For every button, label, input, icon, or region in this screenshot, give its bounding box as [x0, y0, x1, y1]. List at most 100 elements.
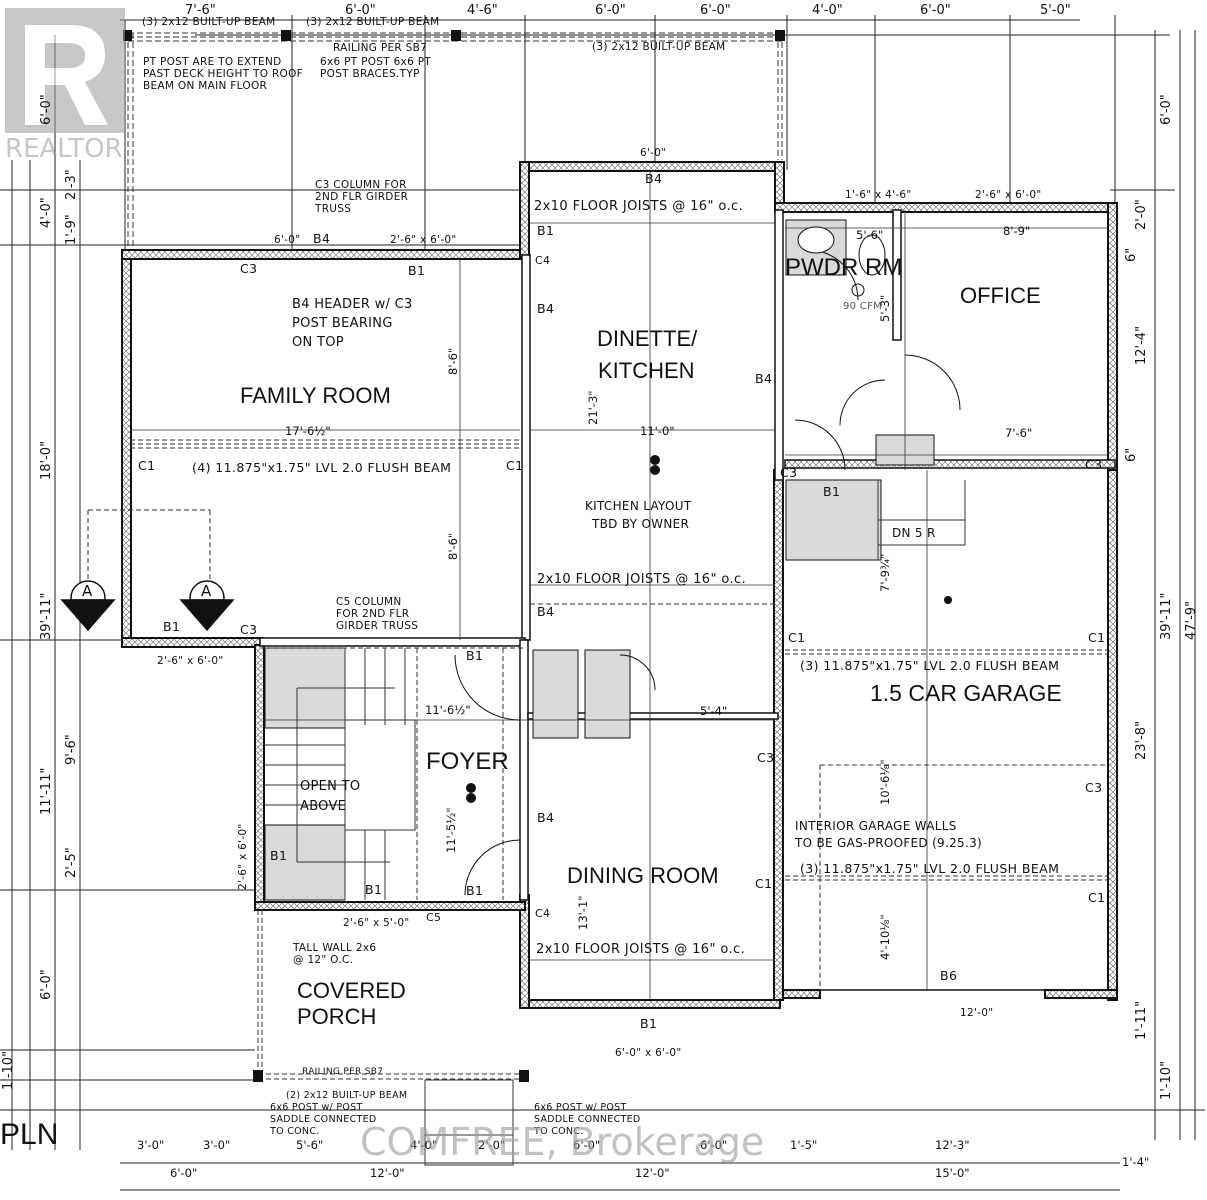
porch-railing [257, 910, 522, 1080]
porch-steps [424, 1079, 514, 1166]
porch-railing-note: RAILING PER SB7 [302, 1067, 384, 1077]
column-tag: C1 [138, 458, 156, 473]
dimension-family-lower: 8'-6" [446, 532, 460, 560]
tall-wall-note-2: @ 12" O.C. [293, 954, 354, 966]
c5-column-note-1: C5 COLUMN [336, 596, 402, 608]
beam-tag: B4 [537, 810, 555, 825]
column-tag: C1 [1088, 890, 1106, 905]
column-tag: C3 [757, 750, 775, 765]
beam-note-top-1: (3) 2x12 BUILT-UP BEAM [142, 16, 276, 28]
deck-posts [123, 30, 785, 41]
room-label-dining: DINING ROOM [567, 863, 719, 888]
lvl-beam-family: (4) 11.875"x1.75" LVL 2.0 FLUSH BEAM [192, 460, 452, 475]
beam-tag: B4 [537, 301, 555, 316]
post-saddle-left-1: 6x6 POST w/ POST [270, 1102, 363, 1113]
post-saddle-left-2: SADDLE CONNECTED [270, 1114, 377, 1125]
dimension-family-width: 17'-6½" [285, 424, 331, 438]
exterior-walls [121, 161, 1118, 1009]
bottom-dimension-lines [0, 1109, 1205, 1191]
window-kitchen-size: 6'-0" [640, 147, 667, 159]
column-tag: C3 [240, 622, 258, 637]
open-to-above-1: OPEN TO [300, 779, 361, 794]
dimension-office-width: 7'-6" [1005, 426, 1033, 440]
c5-column-note-3: GIRDER TRUSS [336, 620, 419, 632]
c3-column-note-2: 2ND FLR GIRDER [315, 191, 409, 203]
dimension-garage-depth-2: 10'-6⅛" [878, 759, 892, 805]
c3-column-note-1: C3 COLUMN FOR [315, 179, 407, 191]
dimension-top: 6'-0" [700, 3, 731, 18]
dimension-right: 6'-0" [1159, 94, 1174, 125]
dimension-foyer-width: 11'-6½" [425, 703, 471, 717]
flush-beams [87, 439, 1108, 990]
b4-header-note-2: POST BEARING [292, 316, 393, 331]
post-saddle-right-2: SADDLE CONNECTED [534, 1114, 641, 1125]
dimension-dining-depth: 13'-1" [576, 895, 590, 930]
pt-post-note-1: PT POST ARE TO EXTEND [143, 56, 282, 68]
dimension-left: 2'-5" [64, 847, 79, 878]
column-tag: C4 [535, 254, 551, 267]
window-office-size: 2'-6" x 6'-0" [975, 189, 1042, 201]
room-label-family: FAMILY ROOM [240, 383, 391, 408]
dimension-bottom-total: 15'-0" [935, 1166, 970, 1180]
window-dining-size: 6'-0" x 6'-0" [615, 1047, 682, 1059]
brokerage-watermark: COMFREE, Brokerage [360, 1120, 765, 1164]
dimension-top: 5'-0" [1040, 3, 1071, 18]
room-label-dinette: DINETTE/ [597, 326, 698, 351]
dimension-bottom-total: 12'-0" [635, 1166, 670, 1180]
dimension-top: 4'-0" [812, 3, 843, 18]
dimension-office-top: 8'-9" [1003, 224, 1031, 238]
beam-tag: B1 [537, 223, 555, 238]
joists-dining: 2x10 FLOOR JOISTS @ 16" o.c. [536, 942, 746, 957]
railing-note-top: RAILING PER SB7 [333, 42, 428, 54]
tall-wall-note-1: TALL WALL 2x6 [293, 942, 377, 954]
dimension-left: 6'-0" [39, 969, 54, 1000]
pt-post-note-3: BEAM ON MAIN FLOOR [143, 80, 268, 92]
beam-tag: B1 [408, 263, 426, 278]
window-family-size-2: 2'-6" x 6'-0" [390, 234, 457, 246]
top-dimension-lines [0, 15, 1170, 250]
light-fixtures [466, 455, 952, 803]
beam-tag: B4 [645, 171, 663, 186]
beam-tag: B1 [466, 648, 484, 663]
interior-dimension-lines [130, 170, 1108, 1000]
column-tag: C4 [535, 907, 551, 920]
dimension-top: 4'-6" [467, 3, 498, 18]
dimension-kitchen-depth: 21'-3" [586, 390, 600, 425]
window-foyer-size: 2'-6" x 5'-0" [343, 917, 410, 929]
dimension-left: 11'-11" [39, 767, 54, 815]
lvl-beam-garage-2: (3) 11.875"x1.75" LVL 2.0 FLUSH BEAM [800, 861, 1060, 876]
b4-header-note-1: B4 HEADER w/ C3 [292, 297, 413, 312]
section-marker-right [179, 580, 235, 632]
beam-note-top-3: (3) 2x12 BUILT-UP BEAM [592, 41, 726, 53]
dimension-left: 18'-0" [39, 440, 54, 480]
c3-column-note-3: TRUSS [315, 203, 352, 215]
dimension-right: 1'-11" [1134, 1000, 1149, 1040]
dimension-bottom: 6'-0" [573, 1138, 601, 1152]
column-tag: C5 [426, 911, 442, 924]
b4-header-note-3: ON TOP [292, 335, 344, 350]
beam-tag: B4 [537, 604, 555, 619]
kitchen-layout-note-1: KITCHEN LAYOUT [585, 499, 692, 513]
window-fr-left-size: 2'-6" x 6'-0" [157, 655, 224, 667]
porch-beam-note: (2) 2x12 BUILT-UP BEAM [286, 1090, 408, 1101]
beam-tag: B1 [823, 484, 841, 499]
beam-tag: B1 [270, 848, 288, 863]
column-tag: C1 [755, 876, 773, 891]
section-marker-left [60, 580, 116, 632]
dimension-bottom: 4'-0" [410, 1138, 438, 1152]
lvl-beam-garage-1: (3) 11.875"x1.75" LVL 2.0 FLUSH BEAM [800, 658, 1060, 673]
joists-kitchen-top: 2x10 FLOOR JOISTS @ 16" o.c. [534, 199, 744, 214]
dimension-bottom: 2'-0" [478, 1138, 506, 1152]
room-label-pwdr: PWDR RM [785, 254, 903, 281]
dimension-left: 6'-0" [39, 94, 54, 125]
beam-note-top-2: (3) 2x12 BUILT-UP BEAM [306, 16, 440, 28]
open-to-above-2: ABOVE [300, 799, 347, 814]
dimension-bottom: 5'-6" [296, 1138, 324, 1152]
dimension-bottom: 12'-3" [935, 1138, 970, 1152]
dimension-left: 4'-0" [39, 197, 54, 228]
dimension-garage-depth: 7'-9¾" [878, 553, 892, 592]
column-tag: C1 [506, 458, 524, 473]
dimension-kitchen-width: 11'-0" [640, 424, 675, 438]
realtor-logo-watermark [5, 8, 125, 133]
